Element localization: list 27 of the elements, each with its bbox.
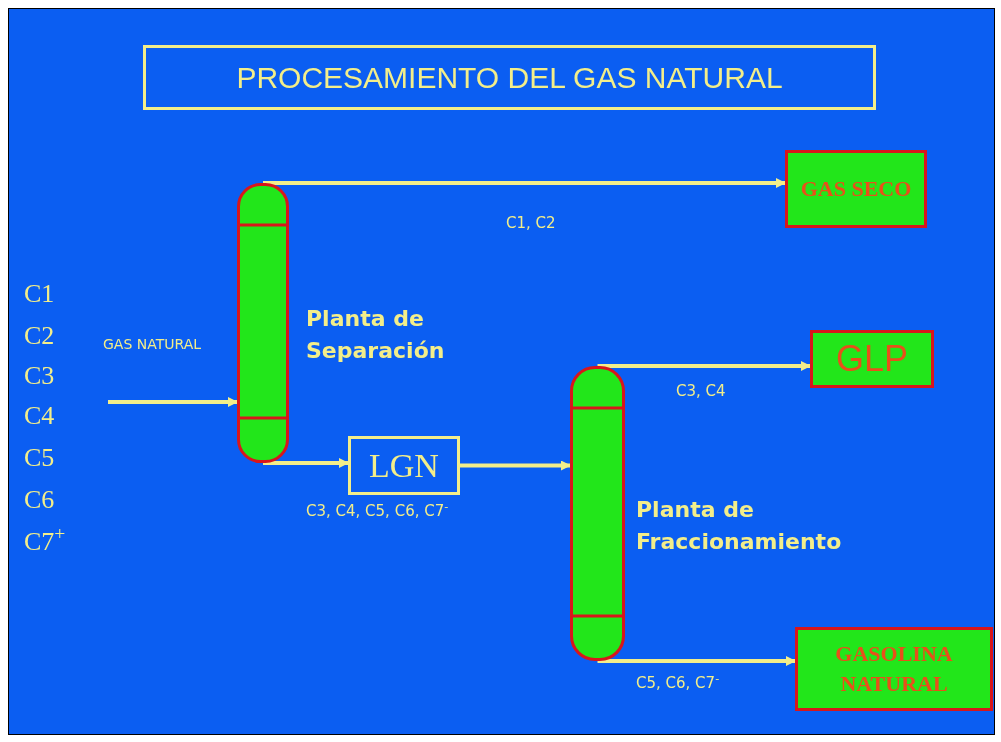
edge-label: C1, C2 [506, 213, 556, 234]
component-label: C7$^{+}$ [24, 526, 66, 558]
flow-arrow [263, 458, 349, 468]
product-box: GAS SECO [785, 150, 927, 228]
distillation-column [570, 366, 625, 661]
edge-label: GAS NATURAL [101, 335, 203, 354]
component-label: C4 [24, 400, 55, 432]
stream-label: C3, C4, C5, C6, C7$^{-}$ [306, 500, 449, 522]
edge-label: C3, C4 [676, 381, 726, 402]
distillation-column [237, 183, 289, 463]
component-label: C1 [24, 278, 55, 310]
component-label: C5 [24, 442, 55, 474]
component-label: C2 [24, 320, 55, 352]
flow-arrow [597, 361, 811, 371]
edge-label: C5, C6, C7$^{-}$ [636, 672, 720, 694]
flow-arrow [263, 178, 786, 188]
flow-arrow [108, 397, 238, 407]
component-label: C6 [24, 484, 55, 516]
plant-label: Planta de Fraccionamiento [636, 496, 843, 556]
title-banner: PROCESAMIENTO DEL GAS NATURAL [143, 45, 876, 110]
product-box: LGN [348, 436, 460, 495]
flow-arrow [597, 656, 796, 666]
component-label: C3 [24, 360, 55, 392]
product-box: GLP [810, 330, 934, 388]
plant-label: Planta de Separación [306, 305, 446, 365]
flow-arrow [460, 460, 571, 471]
product-box: GASOLINA NATURAL [795, 627, 993, 711]
